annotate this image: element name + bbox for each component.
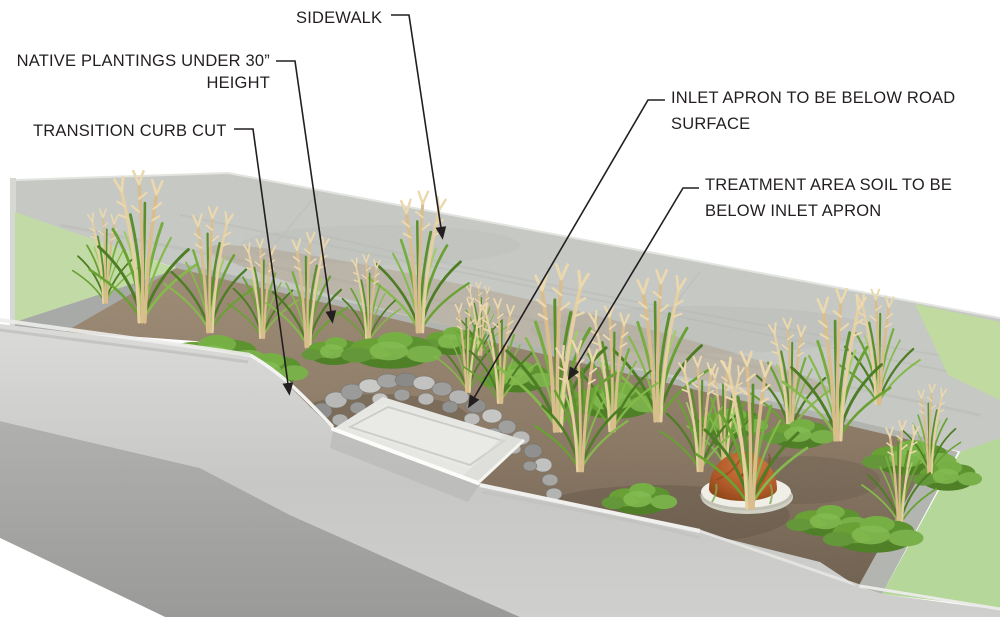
label-line: INLET APRON TO BE BELOW ROAD	[671, 89, 956, 107]
leader-lines	[234, 14, 699, 409]
label-line: HEIGHT	[206, 74, 270, 92]
leader-inlet-apron	[467, 99, 665, 409]
left-lawn-strip	[15, 212, 178, 324]
label-transition-curb-cut: TRANSITION CURB CUT	[33, 122, 227, 140]
leader-sidewalk	[391, 14, 447, 240]
label-native-plantings: NATIVE PLANTINGS UNDER 30” HEIGHT	[8, 50, 270, 94]
leader-treatment-area	[567, 187, 699, 381]
label-line: BELOW INLET APRON	[705, 202, 882, 220]
inlet-apron-pad	[333, 397, 524, 483]
curb	[0, 318, 1000, 617]
label-line: NATIVE PLANTINGS UNDER 30”	[16, 52, 270, 70]
road-surface	[0, 421, 520, 617]
label-inlet-apron: INLET APRON TO BE BELOW ROAD SURFACE	[671, 85, 955, 137]
scene-left-edge	[10, 178, 16, 327]
label-line: SURFACE	[671, 115, 751, 133]
leader-native-plantings	[276, 60, 337, 324]
leader-transition-curb-cut	[234, 128, 294, 396]
label-treatment-area-soil: TREATMENT AREA SOIL TO BE BELOW INLET AP…	[705, 172, 952, 224]
label-sidewalk: SIDEWALK	[296, 9, 383, 27]
label-line: TREATMENT AREA SOIL TO BE	[705, 176, 953, 194]
back-right-lawn	[915, 304, 1000, 400]
